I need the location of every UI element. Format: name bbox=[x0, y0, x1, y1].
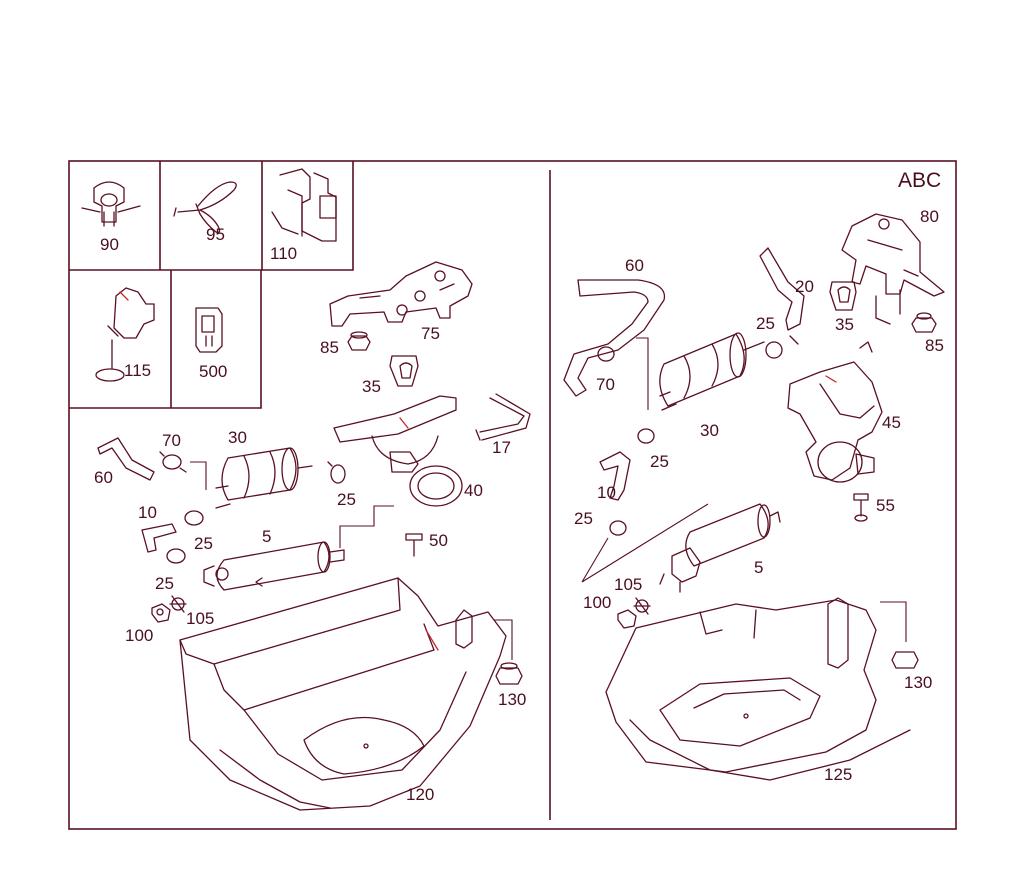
callout-85[interactable]: 85 bbox=[320, 338, 339, 357]
callout-85r[interactable]: 85 bbox=[925, 336, 944, 355]
mounting-frame-75-drawing[interactable] bbox=[329, 261, 473, 327]
callout-5r[interactable]: 5 bbox=[754, 558, 763, 577]
callout-100r[interactable]: 100 bbox=[583, 593, 611, 612]
clamp-70-drawing[interactable] bbox=[159, 451, 187, 473]
callout-17[interactable]: 17 bbox=[492, 438, 511, 457]
clamp-25a-drawing[interactable] bbox=[327, 461, 346, 484]
diagram-frame bbox=[68, 160, 957, 830]
callout-20[interactable]: 20 bbox=[795, 277, 814, 296]
fuel-pump-5r-drawing[interactable] bbox=[659, 503, 781, 593]
callout-45[interactable]: 45 bbox=[882, 413, 901, 432]
callout-55[interactable]: 55 bbox=[876, 496, 895, 515]
callout-120[interactable]: 120 bbox=[406, 785, 434, 804]
nut-85-drawing[interactable] bbox=[347, 331, 371, 351]
washer-105-drawing[interactable] bbox=[169, 595, 187, 613]
callout-105r[interactable]: 105 bbox=[614, 575, 642, 594]
washer-105r-drawing[interactable] bbox=[633, 597, 651, 615]
clip-500-drawing[interactable] bbox=[195, 307, 223, 353]
hose-60r-drawing[interactable] bbox=[563, 279, 666, 397]
callout-25r-a[interactable]: 25 bbox=[756, 314, 775, 333]
clamp-25r-b-drawing[interactable] bbox=[637, 428, 655, 444]
callout-10r[interactable]: 10 bbox=[597, 483, 616, 502]
clamp-25b-drawing[interactable] bbox=[184, 510, 204, 526]
clamp-25r-a-drawing[interactable] bbox=[765, 341, 783, 359]
callout-30r[interactable]: 30 bbox=[700, 421, 719, 440]
right-panel: 80 60 20 25 35 85 70 30 45 25 10 55 25 1… bbox=[563, 207, 945, 784]
callout-110[interactable]: 110 bbox=[270, 244, 297, 263]
clamp-25c-drawing[interactable] bbox=[166, 548, 186, 564]
hose-17-drawing[interactable] bbox=[475, 393, 531, 441]
callout-10[interactable]: 10 bbox=[138, 503, 157, 522]
callout-130r[interactable]: 130 bbox=[904, 673, 932, 692]
callout-70r[interactable]: 70 bbox=[596, 375, 615, 394]
bracket-40-drawing[interactable] bbox=[333, 395, 463, 507]
callout-25r-c[interactable]: 25 bbox=[574, 509, 593, 528]
callout-115[interactable]: 115 bbox=[124, 361, 151, 380]
left-panel: 90 95 110 115 500 75 85 35 17 60 70 30 2… bbox=[81, 168, 531, 811]
nut-100-drawing[interactable] bbox=[151, 603, 171, 623]
fuel-filter-30r-drawing[interactable] bbox=[636, 332, 765, 411]
hose-10-drawing[interactable] bbox=[141, 523, 177, 553]
rubber-mount-35r-drawing[interactable] bbox=[829, 281, 857, 311]
bracket-80-drawing[interactable] bbox=[841, 213, 945, 325]
callout-5[interactable]: 5 bbox=[262, 527, 271, 546]
corner-label: ABC bbox=[898, 169, 941, 192]
callout-125[interactable]: 125 bbox=[824, 765, 852, 784]
nut-85r-drawing[interactable] bbox=[911, 312, 937, 333]
bolt-50-drawing[interactable] bbox=[405, 533, 423, 557]
bracket-110-drawing[interactable] bbox=[271, 168, 337, 242]
callout-60r[interactable]: 60 bbox=[625, 256, 644, 275]
clamp-25r-c-drawing[interactable] bbox=[581, 503, 709, 583]
callout-35[interactable]: 35 bbox=[362, 377, 381, 396]
callout-30[interactable]: 30 bbox=[228, 428, 247, 447]
callout-25a[interactable]: 25 bbox=[337, 490, 356, 509]
callout-50[interactable]: 50 bbox=[429, 531, 448, 550]
cable-tie-95-drawing[interactable] bbox=[173, 181, 237, 234]
callout-60[interactable]: 60 bbox=[94, 468, 113, 487]
fuel-filter-30-drawing[interactable] bbox=[190, 447, 313, 509]
clip-90-drawing[interactable] bbox=[81, 181, 141, 227]
tray-125-drawing[interactable] bbox=[605, 597, 911, 781]
callout-500[interactable]: 500 bbox=[199, 362, 227, 381]
bolt-55-drawing[interactable] bbox=[853, 493, 869, 522]
hose-60-drawing[interactable] bbox=[97, 437, 155, 481]
tray-120-drawing[interactable] bbox=[179, 577, 507, 811]
callout-25c[interactable]: 25 bbox=[155, 574, 174, 593]
clamp-70r-drawing[interactable] bbox=[597, 346, 615, 362]
callout-105[interactable]: 105 bbox=[186, 609, 214, 628]
nut-130r-drawing[interactable] bbox=[880, 601, 919, 669]
callout-25r-b[interactable]: 25 bbox=[650, 452, 669, 471]
hose-20-drawing[interactable] bbox=[759, 247, 805, 345]
fuel-pump-5-drawing[interactable] bbox=[203, 505, 394, 591]
callout-25b[interactable]: 25 bbox=[194, 534, 213, 553]
callout-100[interactable]: 100 bbox=[125, 626, 153, 645]
callout-80[interactable]: 80 bbox=[920, 207, 939, 226]
callout-40[interactable]: 40 bbox=[464, 481, 483, 500]
bracket-45-drawing[interactable] bbox=[787, 341, 883, 483]
callout-90[interactable]: 90 bbox=[100, 235, 119, 254]
callout-75[interactable]: 75 bbox=[421, 324, 440, 343]
nut-100r-drawing[interactable] bbox=[617, 609, 637, 629]
rubber-mount-35-drawing[interactable] bbox=[389, 355, 419, 387]
callout-70[interactable]: 70 bbox=[162, 431, 181, 450]
callout-35r[interactable]: 35 bbox=[835, 315, 854, 334]
sensor-115-drawing[interactable] bbox=[95, 287, 155, 382]
hose-10r-drawing[interactable] bbox=[599, 451, 631, 501]
callout-95[interactable]: 95 bbox=[206, 225, 225, 244]
callout-130[interactable]: 130 bbox=[498, 690, 526, 709]
